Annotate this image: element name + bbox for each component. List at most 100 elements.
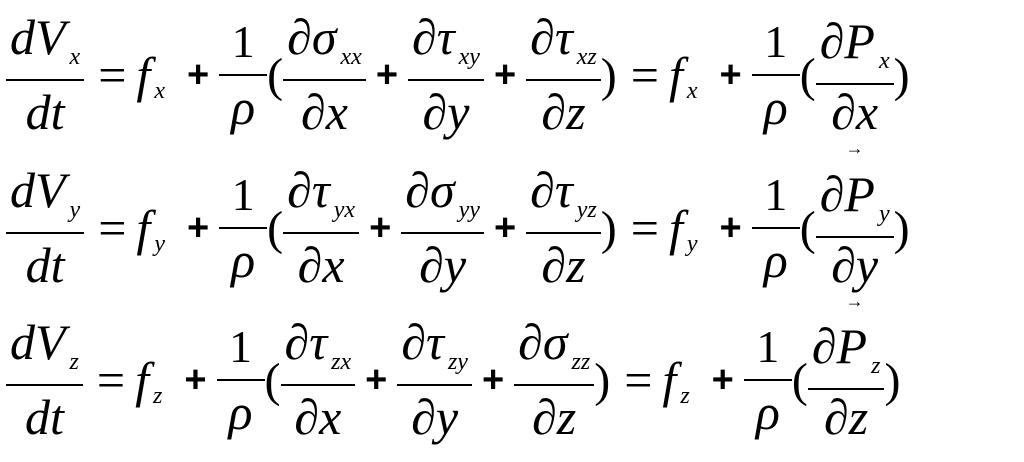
lhs-numerator: dV bbox=[10, 162, 66, 218]
lhs-numerator: dV bbox=[10, 314, 66, 370]
plus-sign: + bbox=[711, 358, 734, 401]
term-denominator: ∂z bbox=[541, 84, 586, 140]
subscript: x bbox=[154, 77, 165, 104]
pressure-denominator: ∂x bbox=[831, 84, 879, 140]
right-paren: ) bbox=[600, 48, 617, 102]
plus-sign: + bbox=[375, 53, 399, 96]
pressure-denominator: ∂z bbox=[824, 389, 869, 445]
term-denominator: ∂y bbox=[411, 389, 459, 445]
plus-sign: + bbox=[493, 53, 517, 96]
body-force: f bbox=[135, 352, 149, 408]
density-rho: ρ bbox=[763, 79, 788, 135]
term-denominator: ∂z bbox=[532, 389, 577, 445]
equals-sign: = bbox=[96, 352, 126, 408]
subscript: zy bbox=[447, 349, 468, 375]
left-paren: ( bbox=[799, 48, 816, 102]
numerator-one: 1 bbox=[743, 317, 792, 381]
term-numerator: ∂τ bbox=[287, 162, 330, 218]
body-force: f bbox=[668, 200, 683, 256]
body-force: f bbox=[136, 200, 151, 256]
arrow-icon: → bbox=[845, 291, 864, 311]
subscript: xx bbox=[340, 44, 362, 70]
plus-sign: + bbox=[481, 358, 505, 401]
term-numerator: ∂τ bbox=[530, 9, 573, 65]
inverse-density-fraction: 1 ρ bbox=[751, 12, 800, 138]
right-paren: ) bbox=[884, 353, 901, 407]
right-paren: ) bbox=[600, 201, 617, 255]
term-numerator: ∂τ bbox=[401, 314, 444, 370]
subscript: z bbox=[680, 382, 690, 409]
right-paren: ) bbox=[893, 48, 910, 102]
pressure-denominator: ∂y bbox=[831, 237, 879, 293]
inverse-density-fraction: 1 ρ bbox=[216, 317, 265, 443]
body-force: f bbox=[136, 47, 151, 103]
lhs-numerator: dV bbox=[10, 9, 66, 65]
left-paren: ( bbox=[267, 201, 284, 255]
term-numerator: ∂τ bbox=[284, 314, 328, 370]
equals-sign: = bbox=[630, 200, 659, 256]
plus-sign: + bbox=[719, 206, 742, 249]
subscript: x bbox=[878, 48, 890, 74]
term-denominator: ∂z bbox=[541, 237, 586, 293]
inverse-density-fraction: 1 ρ bbox=[751, 165, 800, 291]
term-denominator: ∂y bbox=[419, 237, 467, 293]
lhs-denominator: dt bbox=[24, 389, 64, 445]
term-denominator: ∂x bbox=[294, 389, 342, 445]
inverse-density-fraction: 1 ρ bbox=[219, 165, 268, 291]
density-rho: ρ bbox=[755, 384, 780, 440]
term-numerator: ∂σ bbox=[405, 162, 455, 218]
body-force: f bbox=[662, 352, 677, 408]
numerator-one: 1 bbox=[216, 317, 265, 381]
numerator-one: 1 bbox=[219, 12, 268, 76]
plus-sign: + bbox=[365, 358, 388, 401]
density-rho: ρ bbox=[763, 232, 788, 288]
lhs-denominator: dt bbox=[25, 84, 65, 140]
lhs-denominator: dt bbox=[25, 237, 65, 293]
term-numerator: ∂τ bbox=[412, 9, 455, 65]
inverse-density-fraction: 1 ρ bbox=[743, 317, 792, 443]
numerator-one: 1 bbox=[751, 165, 800, 229]
subscript: z bbox=[871, 353, 881, 379]
subscript: y bbox=[878, 201, 890, 227]
equals-sign: = bbox=[624, 352, 653, 408]
pressure-numerator: ∂P bbox=[819, 166, 875, 222]
plus-sign: + bbox=[186, 206, 210, 249]
subscript: z bbox=[153, 382, 163, 409]
left-paren: ( bbox=[267, 48, 284, 102]
term-denominator: ∂x bbox=[297, 237, 345, 293]
subscript: zz bbox=[571, 349, 591, 375]
term-numerator: ∂σ bbox=[518, 314, 568, 370]
subscript: yz bbox=[576, 197, 597, 223]
subscript: y bbox=[686, 230, 698, 257]
density-rho: ρ bbox=[231, 79, 256, 135]
left-paren: ( bbox=[799, 201, 816, 255]
body-force: f bbox=[668, 47, 683, 103]
equals-sign: = bbox=[98, 47, 127, 103]
equals-sign: = bbox=[98, 200, 127, 256]
right-paren: ) bbox=[594, 353, 611, 407]
term-denominator: ∂y bbox=[422, 84, 470, 140]
numerator-one: 1 bbox=[751, 12, 800, 76]
term-numerator: ∂σ bbox=[287, 9, 337, 65]
left-paren: ( bbox=[791, 353, 808, 407]
inverse-density-fraction: 1 ρ bbox=[219, 12, 268, 138]
term-denominator: ∂x bbox=[301, 84, 348, 140]
subscript: xz bbox=[576, 44, 597, 70]
right-paren: ) bbox=[893, 201, 910, 255]
subscript: x bbox=[686, 77, 698, 104]
equals-sign: = bbox=[630, 47, 659, 103]
arrow-icon: → bbox=[845, 138, 864, 158]
